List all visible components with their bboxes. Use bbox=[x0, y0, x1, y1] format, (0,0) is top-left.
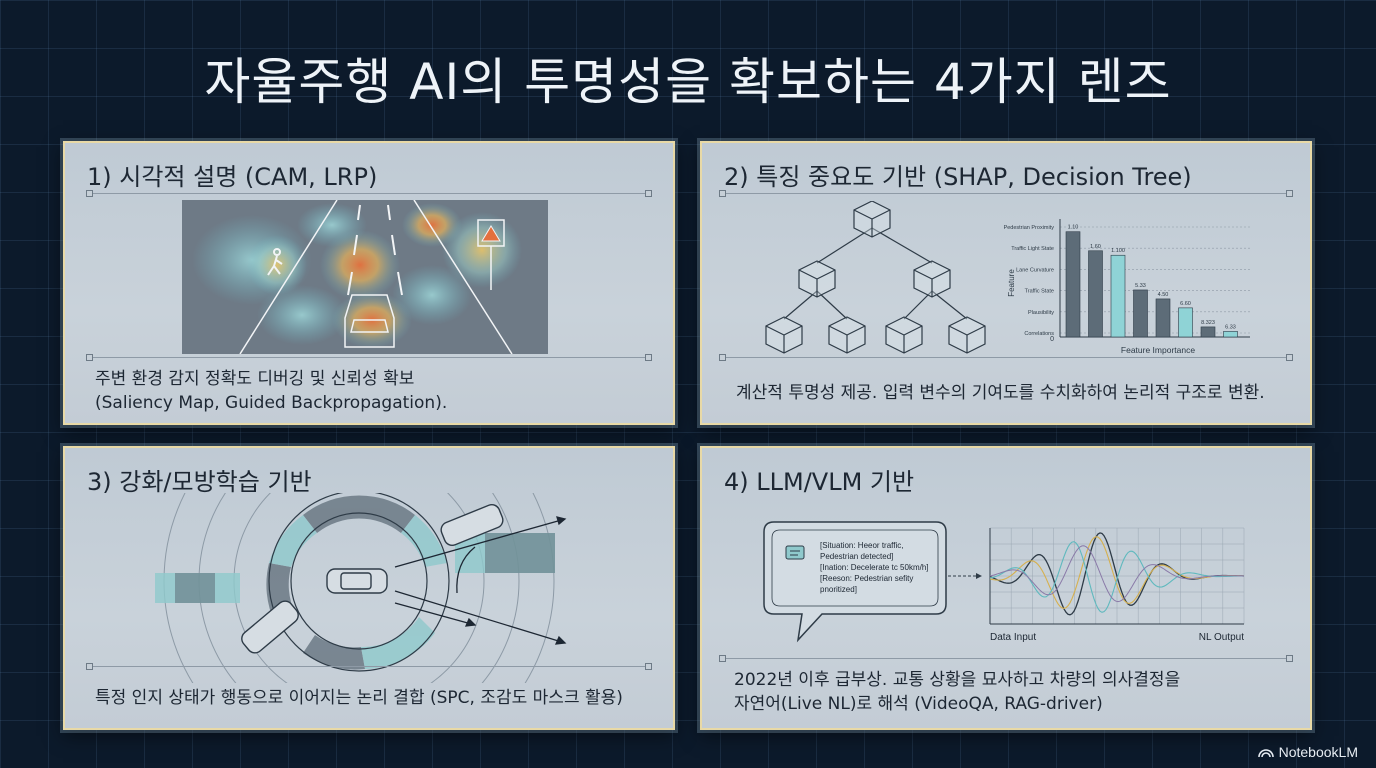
llm-speech-bubble: [Situation: Heeor traffic, Pedestrian de… bbox=[763, 521, 947, 643]
tick-label: Traffic Light State bbox=[1011, 246, 1054, 252]
ego-car-icon bbox=[326, 568, 388, 594]
signal-wave-chart: Data Input NL Output bbox=[989, 527, 1245, 643]
panel-description: 주변 환경 감지 정확도 디버깅 및 신뢰성 확보 (Saliency Map,… bbox=[95, 369, 448, 413]
svg-text:[Reeson: Pedestrian sefity: [Reeson: Pedestrian sefity bbox=[820, 574, 913, 583]
bar-value-label: 8.323 bbox=[1201, 320, 1215, 326]
wave-y-label: NL Output bbox=[1199, 632, 1244, 643]
x-axis-title: Feature Importance bbox=[1121, 345, 1195, 355]
decision-tree-diagram bbox=[765, 201, 986, 354]
svg-text:[Ination: Decelerate tc 50km/h: [Ination: Decelerate tc 50km/h] bbox=[820, 563, 929, 572]
tick-label: Pedestrian Proximity bbox=[1004, 225, 1055, 231]
panel-title: 4) LLM/VLM 기반 bbox=[724, 468, 915, 496]
page-title: 자율주행 AI의 투명성을 확보하는 4가지 렌즈 bbox=[204, 53, 1172, 111]
panel-description: 2022년 이후 급부상. 교통 상황을 묘사하고 차량의 의사결정을 자연어(… bbox=[734, 670, 1181, 714]
divider bbox=[86, 663, 652, 670]
panel-title: 2) 특징 중요도 기반 (SHAP, Decision Tree) bbox=[724, 163, 1192, 191]
chat-icon bbox=[785, 545, 805, 560]
panel-visual-explanation: 1) 시각적 설명 (CAM, LRP) bbox=[63, 141, 675, 425]
panel-title: 1) 시각적 설명 (CAM, LRP) bbox=[87, 163, 378, 191]
divider bbox=[719, 354, 1293, 361]
tick-label: Correlations bbox=[1024, 331, 1054, 337]
feature-importance-chart: Feature Feature Importance 0 Pedestrian … bbox=[1004, 219, 1250, 355]
car-icon bbox=[344, 294, 395, 348]
wave-x-label: Data Input bbox=[990, 632, 1036, 643]
importance-bar bbox=[1155, 298, 1171, 338]
bar-value-label: 6.60 bbox=[1180, 301, 1191, 307]
notebooklm-watermark: NotebookLM bbox=[1257, 744, 1358, 760]
importance-bar bbox=[1088, 250, 1103, 338]
importance-bar bbox=[1133, 289, 1148, 338]
bar-value-label: 1.10 bbox=[1068, 225, 1079, 231]
bar-value-label: 4.50 bbox=[1158, 292, 1169, 298]
panel-llm-vlm: 4) LLM/VLM 기반 [Situation: Heeor traffic,… bbox=[700, 446, 1312, 730]
panel-reinforcement-learning: 3) 강화/모방학습 기반 bbox=[63, 446, 675, 730]
tick-label: Plausibility bbox=[1028, 310, 1054, 316]
svg-text:Pedestrian detected]: Pedestrian detected] bbox=[820, 552, 893, 561]
wave-series-line bbox=[989, 536, 1244, 609]
panel-description: 특정 인지 상태가 행동으로 이어지는 논리 결합 (SPC, 조감도 마스크 … bbox=[95, 688, 623, 708]
notebooklm-logo-icon bbox=[1257, 749, 1274, 758]
svg-text:[Situation: Heeor traffic,: [Situation: Heeor traffic, bbox=[820, 541, 903, 550]
bar-value-label: 6.33 bbox=[1225, 324, 1236, 330]
zero-label: 0 bbox=[1050, 336, 1054, 343]
bar-value-label: 1.100 bbox=[1111, 248, 1125, 254]
divider bbox=[719, 190, 1293, 197]
panel-title: 3) 강화/모방학습 기반 bbox=[87, 468, 312, 496]
pedestrian-icon bbox=[267, 248, 283, 276]
panel-description: 계산적 투명성 제공. 입력 변수의 기여도를 수치화하여 논리적 구조로 변환… bbox=[736, 383, 1265, 403]
tick-label: Lane Curvature bbox=[1016, 267, 1054, 273]
divider bbox=[86, 190, 652, 197]
arrow-dashed bbox=[948, 573, 982, 579]
divider bbox=[719, 655, 1293, 662]
importance-bar bbox=[1178, 307, 1193, 338]
wave-series-line bbox=[989, 545, 1245, 603]
wave-series-line bbox=[989, 541, 1245, 613]
importance-bar bbox=[1223, 331, 1238, 338]
importance-bar bbox=[1110, 254, 1126, 338]
bar-value-label: 1.60 bbox=[1090, 244, 1101, 250]
birdseye-mask-diagram bbox=[155, 493, 567, 683]
panel-feature-importance: 2) 특징 중요도 기반 (SHAP, Decision Tree) Featu… bbox=[700, 141, 1312, 425]
svg-text:pnoritized]: pnoritized] bbox=[820, 585, 857, 594]
bar-value-label: 5.33 bbox=[1135, 283, 1146, 289]
y-axis-title: Feature bbox=[1007, 269, 1016, 297]
importance-bar bbox=[1200, 326, 1216, 338]
saliency-map-image bbox=[182, 200, 548, 354]
divider bbox=[86, 354, 652, 361]
other-car-icon bbox=[241, 503, 504, 654]
importance-bar bbox=[1065, 231, 1081, 338]
warning-sign-icon bbox=[477, 219, 505, 290]
tick-label: Traffic State bbox=[1025, 289, 1054, 295]
